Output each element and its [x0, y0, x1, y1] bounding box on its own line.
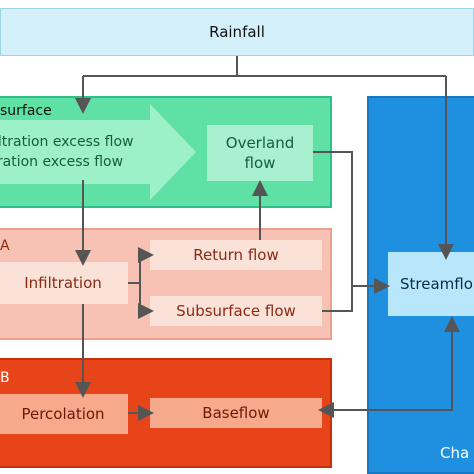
- zone-a-label: A: [0, 238, 10, 254]
- return-flow-label: Return flow: [193, 246, 279, 264]
- zone-b-label: B: [0, 370, 10, 386]
- baseflow-to-streamflow-arrow: [330, 316, 460, 411]
- overland-flow-node: Overland flow: [207, 125, 313, 181]
- subsurface-flow-node: Subsurface flow: [150, 296, 322, 326]
- excess-flow-labels: iltration excess flow uration excess flo…: [0, 132, 133, 172]
- subsurface-flow-label: Subsurface flow: [176, 302, 296, 320]
- infiltration-to-subsurface-arrow: [138, 283, 154, 319]
- streamflow-label: Streamflo: [400, 275, 473, 293]
- rainfall-box: Rainfall: [0, 8, 474, 56]
- surface-label: surface: [0, 103, 52, 119]
- channel-label: Cha: [440, 444, 470, 462]
- subsurface-to-streamflow-line: [322, 286, 353, 312]
- overland-flow-label-1: Overland: [225, 134, 295, 152]
- percolation-node: Percolation: [0, 394, 128, 434]
- infiltration-excess-flow-label: iltration excess flow: [0, 134, 134, 150]
- rainfall-label: Rainfall: [209, 23, 265, 41]
- overland-flow-label-2: flow: [244, 154, 276, 172]
- return-flow-node: Return flow: [150, 240, 322, 270]
- overland-to-streamflow-arrow: [313, 151, 390, 294]
- baseflow-label: Baseflow: [202, 404, 270, 422]
- infiltration-node: Infiltration: [0, 262, 128, 304]
- streamflow-node: Streamflo: [388, 252, 474, 316]
- excess-flow-arrow: [0, 104, 196, 200]
- infiltration-to-return-arrow: [128, 247, 154, 284]
- baseflow-node: Baseflow: [150, 398, 322, 428]
- infiltration-label: Infiltration: [24, 274, 102, 292]
- percolation-label: Percolation: [21, 405, 105, 423]
- saturation-excess-flow-label: uration excess flow: [0, 154, 124, 170]
